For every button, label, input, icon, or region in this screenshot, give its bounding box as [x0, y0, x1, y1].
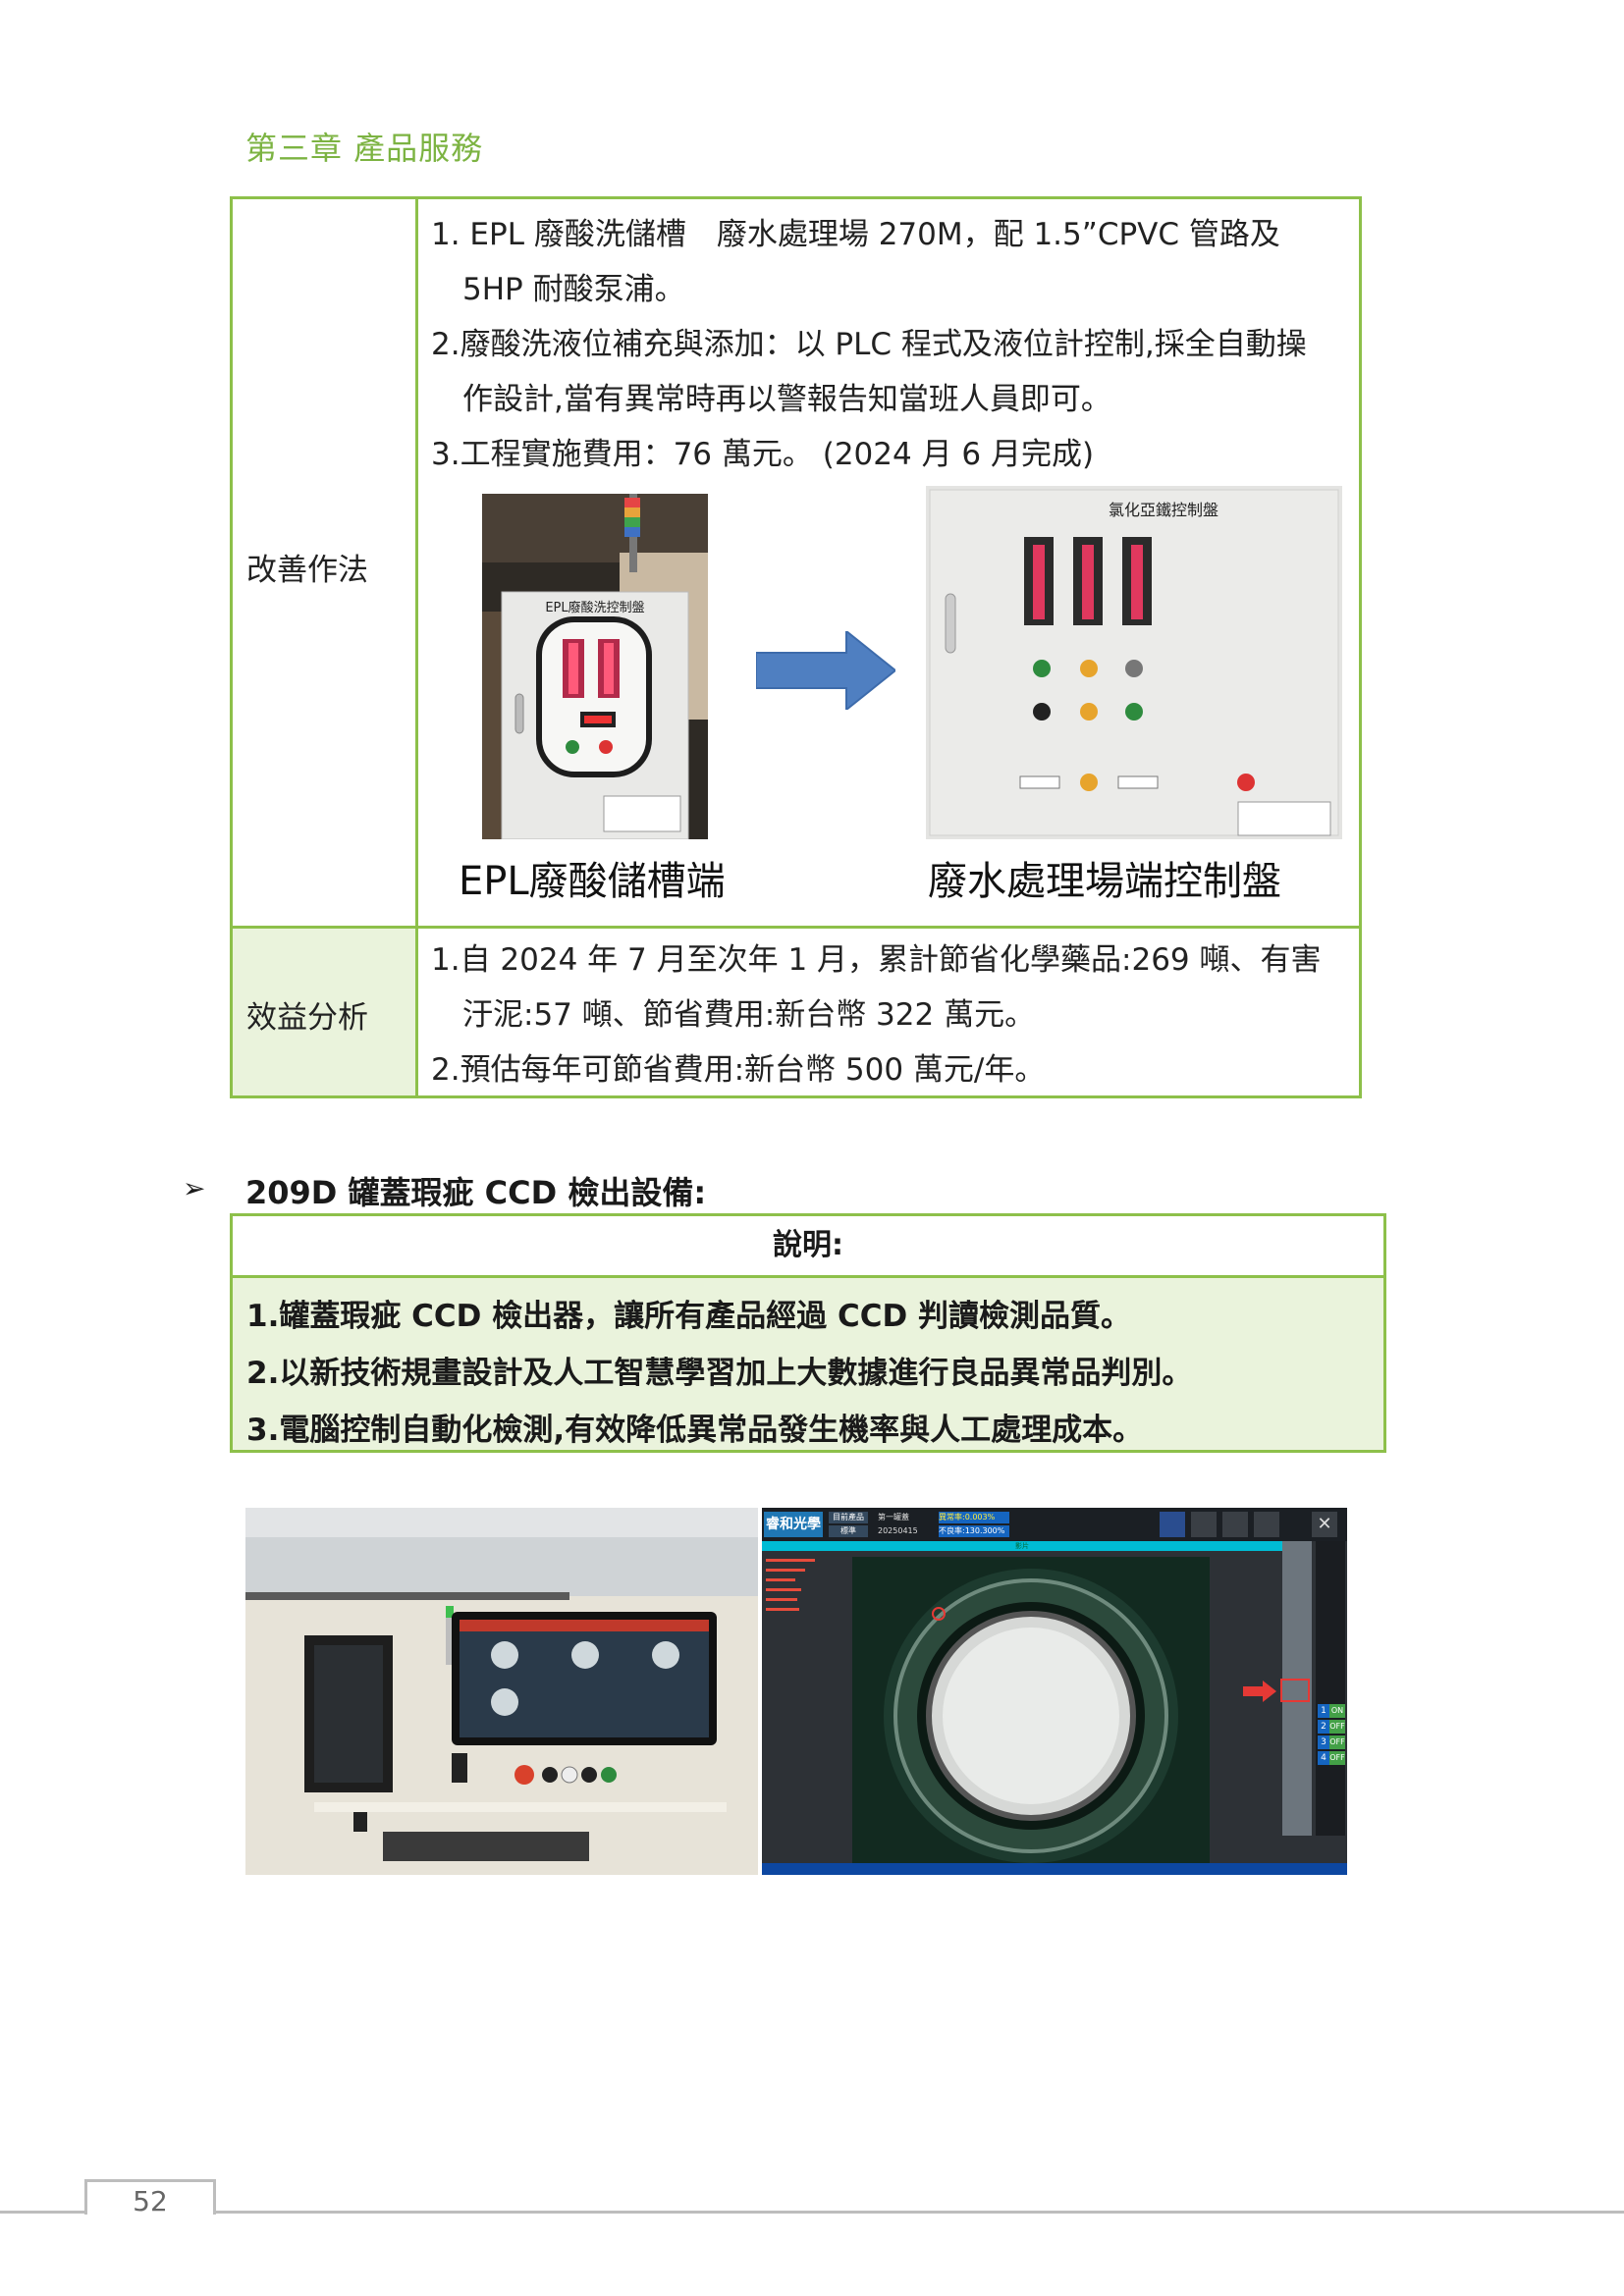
epl-panel-image: EPL廢酸洗控制盤: [482, 494, 708, 839]
method-item-1-cont: 5HP 耐酸泵浦。: [462, 272, 685, 307]
photo-wastewater-panel: 氯化亞鐵控制盤: [926, 486, 1342, 839]
description-header: 說明:: [233, 1216, 1383, 1278]
toggle-number: 4: [1318, 1751, 1329, 1765]
screen-tab-product[interactable]: 目前產品: [829, 1512, 868, 1523]
ccd-machine-image: [245, 1508, 758, 1875]
caption-epl: EPL廢酸儲槽端: [459, 859, 726, 904]
screen-right-panel: [1316, 1541, 1345, 1836]
improvement-table: 改善作法 1. EPL 廢酸洗儲槽 廢水處理場 270M，配 1.5”CPVC …: [230, 196, 1362, 1098]
toggle-row[interactable]: 4 OFF: [1318, 1751, 1345, 1765]
toggle-number: 1: [1318, 1704, 1329, 1718]
method-label: 改善作法: [246, 553, 368, 588]
description-table: 說明: 1.罐蓋瑕疵 CCD 檢出器，讓所有產品經過 CCD 判讀檢測品質。 2…: [230, 1213, 1386, 1453]
bullet-arrow-icon: ➢: [183, 1172, 206, 1204]
screen-side-toolbar: [1282, 1541, 1312, 1836]
table-divider-vertical: [415, 199, 418, 1095]
benefit-item-1-cont: 汙泥:57 噸、節省費用:新台幣 322 萬元。: [462, 997, 1036, 1033]
toggle-row[interactable]: 2 OFF: [1318, 1720, 1345, 1734]
benefit-label-cell: [233, 929, 415, 1095]
toggle-value: OFF: [1329, 1720, 1345, 1734]
screen-field-1: 第一罐蓋: [878, 1513, 909, 1522]
toggle-value: ON: [1329, 1704, 1345, 1718]
toggle-list: 1 ON 2 OFF 3 OFF 4 OFF: [1318, 1704, 1345, 1765]
benefit-item-2: 2.預估每年可節省費用:新台幣 500 萬元/年。: [431, 1052, 1046, 1088]
method-item-3: 3.工程實施費用：76 萬元。 (2024 月 6 月完成): [431, 437, 1095, 472]
toggle-value: OFF: [1329, 1751, 1345, 1765]
table-divider-horizontal: [233, 926, 1359, 929]
wastewater-panel-title: 氯化亞鐵控制盤: [1109, 501, 1218, 519]
screen-view-title: 影片: [762, 1541, 1282, 1551]
method-item-2-cont: 作設計,當有異常時再以警報告知當班人員即可。: [462, 382, 1111, 417]
screen-info-panel: [766, 1557, 835, 1626]
highlight-arrow-icon: [1243, 1681, 1276, 1702]
settings-icon[interactable]: [1222, 1512, 1248, 1537]
description-row-2: 2.以新技術規畫設計及人工智慧學習加上大數據進行良品異常品判別。: [246, 1356, 1193, 1391]
method-list: 1. EPL 廢酸洗儲槽 廢水處理場 270M，配 1.5”CPVC 管路及 5…: [431, 207, 1307, 482]
can-lid-image: [852, 1557, 1210, 1875]
photo-ccd-machine: [245, 1508, 758, 1875]
wastewater-panel-image: 氯化亞鐵控制盤: [926, 486, 1342, 839]
page-number-box: [84, 2179, 216, 2215]
ccd-software-screenshot: 睿和光學 目前產品 標準 第一罐蓋 20250415 異常率:0.003% 不良…: [762, 1508, 1347, 1875]
toggle-number: 2: [1318, 1720, 1329, 1734]
user-icon[interactable]: [1254, 1512, 1279, 1537]
footer-line: [0, 2211, 1624, 2214]
page-number: 52: [133, 2185, 168, 2217]
description-row-3: 3.電腦控制自動化檢測,有效降低異常品發生機率與人工處理成本。: [246, 1413, 1144, 1448]
screen-rate-1: 異常率:0.003%: [939, 1512, 1009, 1523]
toggle-row[interactable]: 1 ON: [1318, 1704, 1345, 1718]
caption-wastewater: 廢水處理場端控制盤: [928, 859, 1281, 904]
screen-rate-2: 不良率:130.300%: [939, 1525, 1009, 1537]
toggle-value: OFF: [1329, 1735, 1345, 1749]
method-item-2: 2.廢酸洗液位補充與添加：以 PLC 程式及液位計控制,採全自動操: [431, 327, 1307, 362]
camera-view: [852, 1557, 1210, 1875]
photo-epl-panel: EPL廢酸洗控制盤: [482, 494, 708, 839]
screen-tab-standard[interactable]: 標準: [829, 1525, 868, 1537]
epl-panel-title: EPL廢酸洗控制盤: [545, 601, 644, 615]
benefit-list: 1.自 2024 年 7 月至次年 1 月，累計節省化學藥品:269 噸、有害 …: [431, 933, 1322, 1097]
toggle-row[interactable]: 3 OFF: [1318, 1735, 1345, 1749]
benefit-label: 效益分析: [246, 1000, 368, 1036]
section-title: 209D 罐蓋瑕疵 CCD 檢出設備:: [245, 1174, 707, 1211]
info-lines-image: [766, 1559, 815, 1611]
toggle-number: 3: [1318, 1735, 1329, 1749]
close-icon[interactable]: ✕: [1312, 1512, 1337, 1537]
list-icon[interactable]: [1191, 1512, 1217, 1537]
screen-status-bar: [762, 1863, 1347, 1875]
home-icon[interactable]: [1160, 1512, 1185, 1537]
screen-top-bar: 睿和光學 目前產品 標準 第一罐蓋 20250415 異常率:0.003% 不良…: [762, 1508, 1347, 1541]
screen-logo: 睿和光學: [764, 1512, 823, 1537]
save-icon[interactable]: [1280, 1679, 1310, 1702]
benefit-item-1: 1.自 2024 年 7 月至次年 1 月，累計節省化學藥品:269 噸、有害: [431, 942, 1322, 978]
screen-field-2: 20250415: [878, 1526, 918, 1535]
description-row-1: 1.罐蓋瑕疵 CCD 檢出器，讓所有產品經過 CCD 判讀檢測品質。: [246, 1299, 1131, 1334]
method-item-1: 1. EPL 廢酸洗儲槽 廢水處理場 270M，配 1.5”CPVC 管路及: [431, 217, 1280, 252]
chapter-title: 第三章 產品服務: [245, 130, 484, 167]
arrow-right-icon: [756, 631, 895, 710]
